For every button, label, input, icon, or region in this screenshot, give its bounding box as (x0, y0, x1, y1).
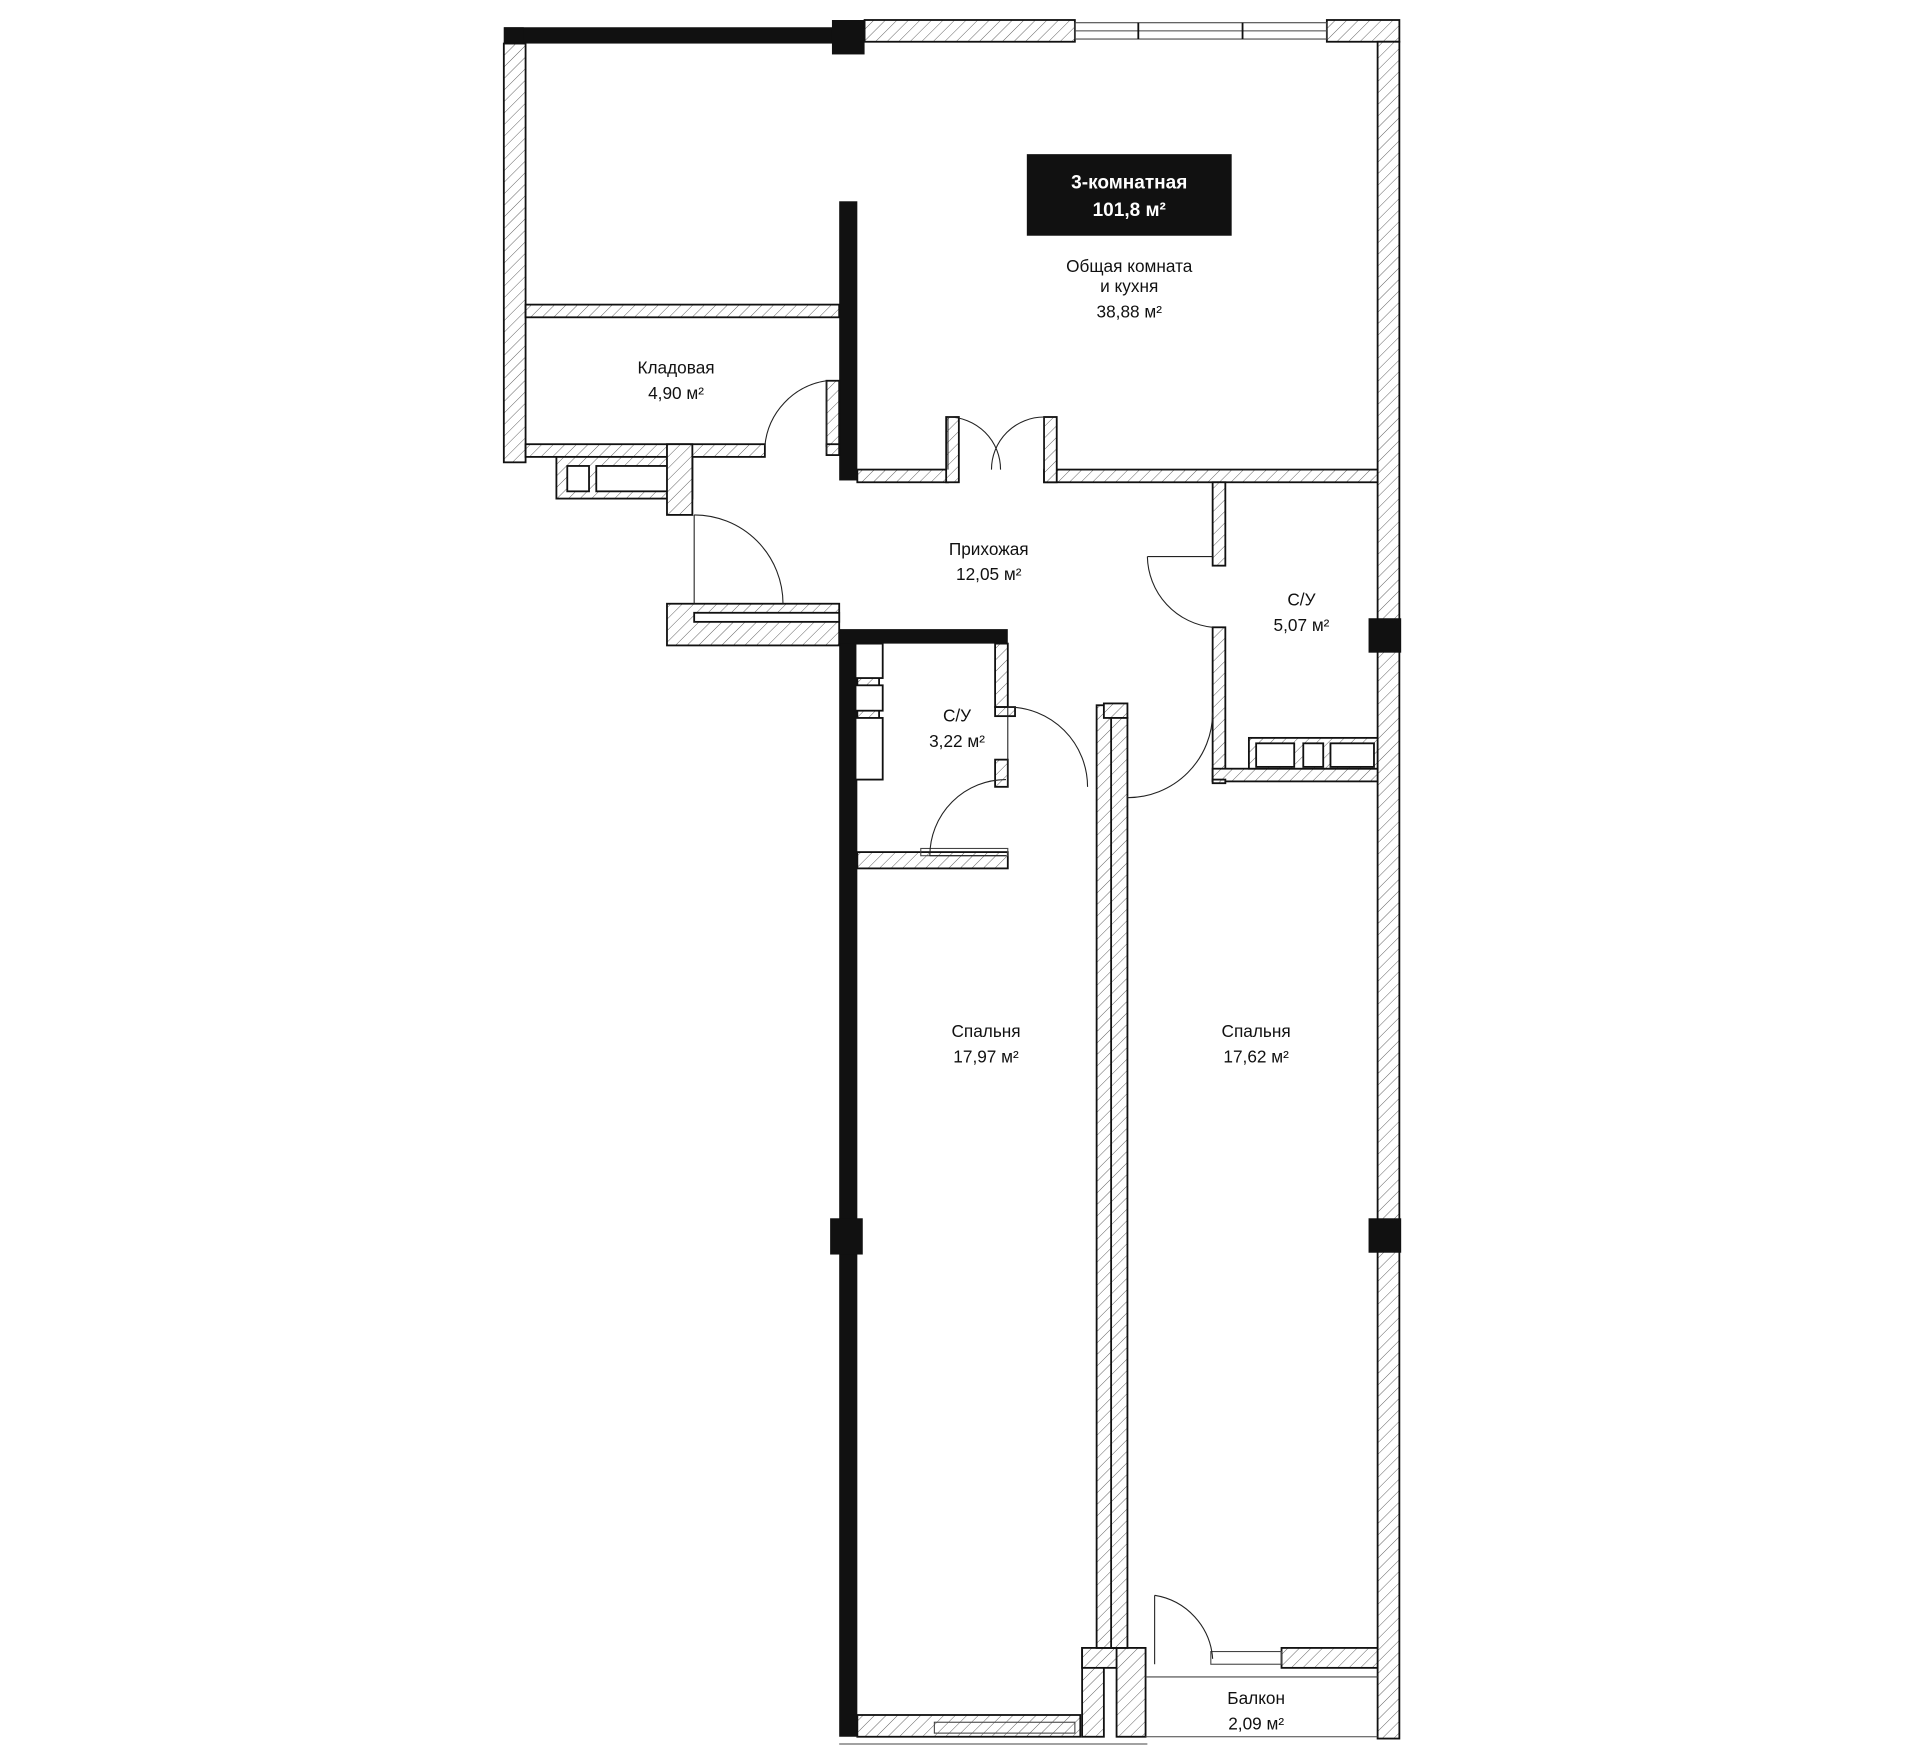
hallway-area: 12,05 м² (956, 564, 1022, 584)
balcony-area: 2,09 м² (1228, 1713, 1284, 1733)
bathroom-left-area: 3,22 м² (929, 731, 985, 751)
storage-name: Кладовая (637, 358, 714, 378)
doors (693, 380, 1214, 1665)
bedroom-left-name: Спальня (951, 1021, 1020, 1041)
apartment-badge: 3-комнатная 101,8 м² (1026, 154, 1232, 236)
balcony-name: Балкон (1227, 1688, 1285, 1708)
living-kitchen-name-line1: Общая комната (1066, 256, 1193, 276)
hallway-name: Прихожая (949, 539, 1029, 559)
bathroom-left-name: С/У (943, 706, 972, 726)
bedroom-right-name: Спальня (1222, 1021, 1291, 1041)
bathroom-right-name: С/У (1287, 590, 1316, 610)
living-kitchen-area: 38,88 м² (1097, 301, 1163, 321)
bedroom-right-area: 17,62 м² (1223, 1046, 1289, 1066)
living-kitchen-name-line2: и кухня (1100, 276, 1158, 296)
bathroom-right-area: 5,07 м² (1274, 615, 1330, 635)
badge-area: 101,8 м² (1093, 200, 1166, 221)
bedroom-left-area: 17,97 м² (953, 1046, 1019, 1066)
storage-area: 4,90 м² (648, 383, 704, 403)
room-labels: Общая комната и кухня 38,88 м² Кладовая … (637, 256, 1329, 1734)
interior-walls (524, 201, 1379, 1649)
badge-rooms: 3-комнатная (1071, 173, 1187, 194)
exterior-walls (502, 19, 1402, 1745)
